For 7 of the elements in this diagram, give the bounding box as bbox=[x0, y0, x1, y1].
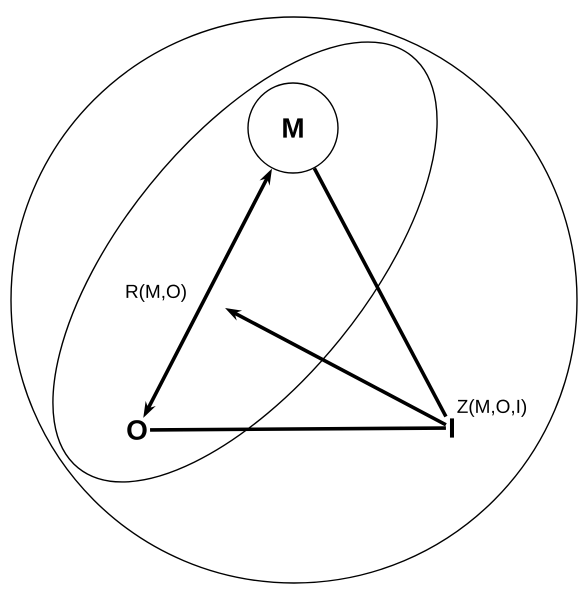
node-letter: I bbox=[450, 418, 454, 438]
ellipse-outline bbox=[52, 42, 438, 482]
circle-outline bbox=[10, 16, 578, 584]
node-letter: O bbox=[127, 420, 147, 440]
circle-node: M bbox=[247, 82, 339, 174]
text-label: Z(M,O,I) bbox=[457, 399, 526, 417]
text-label: R(M,O) bbox=[126, 284, 186, 302]
